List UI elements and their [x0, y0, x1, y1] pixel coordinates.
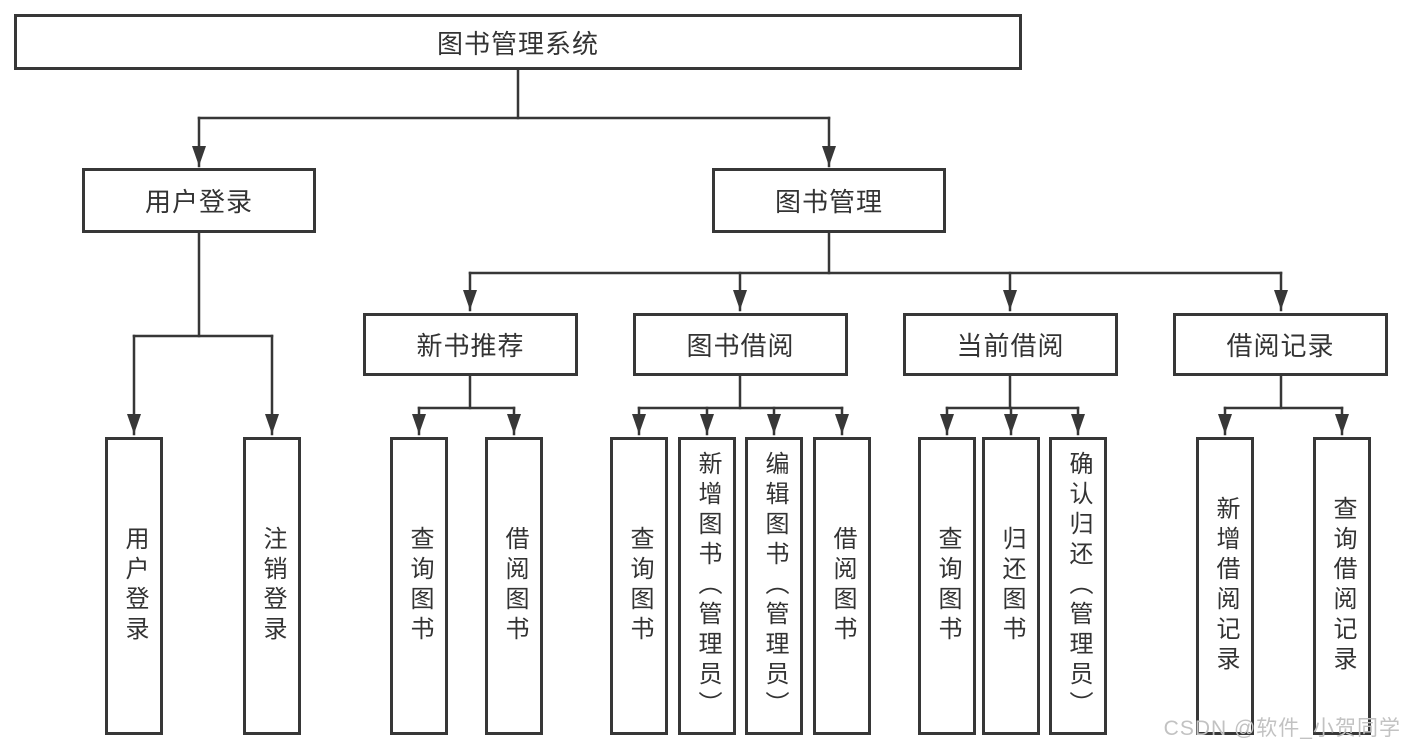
node-current-borrow: 当前借阅: [903, 313, 1118, 376]
node-new-book-recommend: 新书推荐: [363, 313, 578, 376]
leaf-label: 新增图书（管理员）: [694, 451, 721, 721]
csdn-watermark: CSDN @软件_小贺同学: [1163, 717, 1401, 740]
leaf-current-query-book: 查询图书: [918, 437, 976, 735]
leaf-current-confirm-return-admin: 确认归还（管理员）: [1049, 437, 1107, 735]
leaf-borrow-edit-book-admin: 编辑图书（管理员）: [745, 437, 803, 735]
leaf-label: 借阅图书: [829, 526, 856, 646]
leaf-borrow-borrow-book: 借阅图书: [813, 437, 871, 735]
node-book-management: 图书管理: [712, 168, 946, 233]
leaf-label: 查询图书: [934, 526, 961, 646]
node-user-login: 用户登录: [82, 168, 316, 233]
leaf-record-query-record: 查询借阅记录: [1313, 437, 1371, 735]
node-book-borrow: 图书借阅: [633, 313, 848, 376]
leaf-label: 查询图书: [626, 526, 653, 646]
leaf-label: 确认归还（管理员）: [1065, 451, 1092, 721]
leaf-user-login: 用户登录: [105, 437, 163, 735]
leaf-label: 新增借阅记录: [1212, 496, 1239, 676]
leaf-label: 编辑图书（管理员）: [761, 451, 788, 721]
leaf-record-add-record: 新增借阅记录: [1196, 437, 1254, 735]
node-root-system: 图书管理系统: [14, 14, 1022, 70]
leaf-logout: 注销登录: [243, 437, 301, 735]
leaf-label: 借阅图书: [501, 526, 528, 646]
leaf-label: 注销登录: [259, 526, 286, 646]
leaf-borrow-query-book: 查询图书: [610, 437, 668, 735]
leaf-label: 查询借阅记录: [1329, 496, 1356, 676]
leaf-current-return-book: 归还图书: [982, 437, 1040, 735]
node-borrow-record: 借阅记录: [1173, 313, 1388, 376]
leaf-borrow-add-book-admin: 新增图书（管理员）: [678, 437, 736, 735]
leaf-label: 查询图书: [406, 526, 433, 646]
leaf-newbook-borrow-book: 借阅图书: [485, 437, 543, 735]
leaf-label: 用户登录: [121, 526, 148, 646]
leaf-label: 归还图书: [998, 526, 1025, 646]
leaf-newbook-query-book: 查询图书: [390, 437, 448, 735]
